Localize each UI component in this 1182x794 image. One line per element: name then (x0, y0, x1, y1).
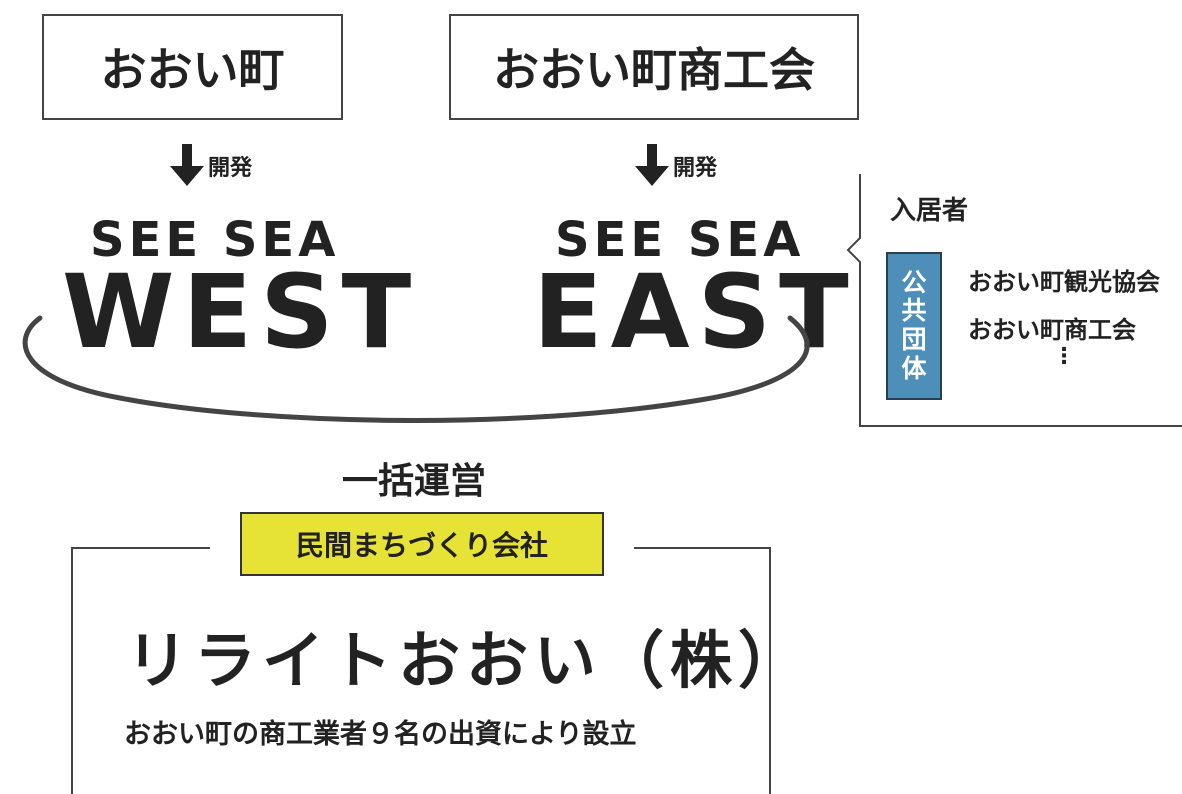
develop-west: 開発 (168, 144, 252, 188)
public-badge-char: 団 (901, 325, 927, 354)
public-body-badge: 公 共 団 体 (886, 252, 942, 400)
tenant-item: おおい町観光協会 (968, 268, 1160, 296)
tenant-item: おおい町商工会 (968, 316, 1136, 344)
town-box: おおい町 (42, 14, 343, 120)
chamber-box: おおい町商工会 (449, 14, 859, 120)
public-badge-char: 共 (901, 296, 927, 326)
down-arrow-icon (635, 144, 669, 186)
east-logo-main: EAST (533, 253, 857, 372)
company-type-badge: 民間まちづくり会社 (240, 512, 604, 576)
town-label: おおい町 (100, 43, 285, 97)
public-badge-char: 公 (901, 267, 927, 297)
tenant-title: 入居者 (890, 196, 969, 226)
company-note: おおい町の商工業者９名の出資により設立 (124, 719, 637, 750)
develop-east: 開発 (633, 144, 717, 188)
tenant-more-ellipsis: ⋮ (1053, 344, 1075, 369)
chamber-label: おおい町商工会 (493, 43, 815, 97)
develop-label-right: 開発 (673, 156, 718, 181)
public-badge-char: 体 (901, 353, 927, 383)
west-logo-main: WEST (62, 253, 420, 372)
develop-label-left: 開発 (208, 156, 253, 181)
company-name: リライトおおい（株） (126, 624, 807, 697)
down-arrow-icon (170, 144, 204, 186)
east-logo-top: SEE SEA (555, 212, 805, 268)
west-logo-top: SEE SEA (90, 212, 340, 268)
operation-label: 一括運営 (342, 461, 487, 502)
